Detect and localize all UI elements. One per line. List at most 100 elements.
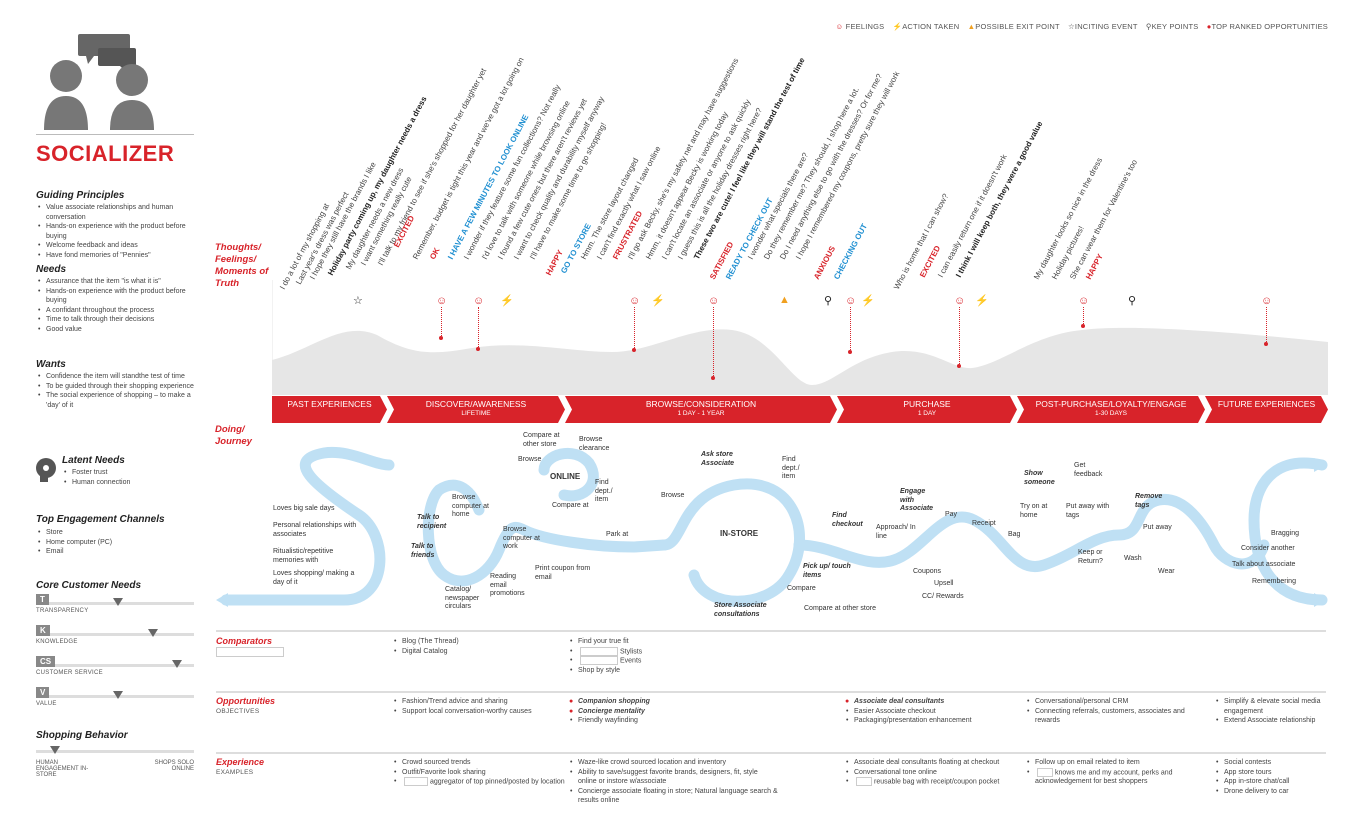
list-item: Fashion/Trend advice and sharing (394, 697, 572, 707)
opportunities-col5: Simplify & elevate social media engageme… (1214, 697, 1344, 726)
list-item: Find your true fit (570, 637, 642, 647)
experience-col2: Waze-like crowd sourced location and inv… (568, 758, 778, 806)
list-item: A confidant throughout the process (38, 306, 206, 316)
list-item: Follow up on email related to item (1027, 758, 1210, 768)
journey-step: Browse (661, 492, 685, 499)
list-item: Drone delivery to car (1216, 787, 1344, 797)
list-item: Ability to save/suggest favorite brands,… (570, 768, 778, 787)
list-item: ●Associate deal consultants (845, 698, 945, 705)
journey-step: Store Associate consultations (714, 602, 767, 618)
feeling-icon: ☺ (1078, 295, 1090, 307)
experience-col3: Associate deal consultants floating at c… (844, 758, 1029, 787)
stage-duration: 1 DAY - 1 YEAR (677, 410, 725, 417)
list-item: App store tours (1216, 768, 1344, 778)
list-item: Blog (The Thread) (394, 637, 459, 647)
opportunities-col4: Conversational/personal CRM Connecting r… (1025, 697, 1205, 726)
journey-step: Upsell (934, 580, 954, 587)
need-bar (36, 633, 194, 636)
behavior-right: SHOPS SOLO ONLINE (154, 760, 194, 772)
action-icon: ⚡ (861, 295, 875, 307)
comparators-rule (216, 630, 1326, 632)
list-item: App in-store chat/call (1216, 777, 1344, 787)
guiding-heading: Guiding Principles (36, 190, 125, 201)
thought-text: I can easily return one if it doesn't wo… (936, 152, 1009, 279)
divider (36, 134, 194, 135)
need-name: TRANSPARENCY (36, 608, 89, 614)
stage-name: PURCHASE (903, 399, 951, 409)
key-icon: ⚲ (824, 295, 833, 307)
list-item-text: Events (620, 657, 642, 665)
list-item: Events (570, 656, 642, 666)
journey-step: Find checkout (832, 512, 863, 528)
opportunities-sub: OBJECTIVES (216, 708, 260, 715)
journey-step: Try on at home (1020, 503, 1048, 519)
action-icon: ⚡ (975, 295, 989, 307)
feeling-dot (957, 364, 961, 368)
journey-step: Compare at other store (523, 432, 560, 448)
experience-col1: Crowd sourced trends Outfit/Favorite loo… (392, 758, 572, 787)
legend-top: TOP RANKED OPPORTUNITIES (1211, 22, 1328, 31)
behavior-left: HUMAN ENGAGEMENT IN-STORE (36, 760, 89, 778)
journey-step: Put away with tags (1066, 503, 1110, 519)
list-item-text: Stylists (620, 647, 643, 655)
list-item: Shop by style (570, 666, 642, 676)
exit-icon: ▲ (779, 294, 790, 306)
channels-heading: Top Engagement Channels (36, 514, 165, 525)
stage-duration: LIFETIME (461, 410, 491, 417)
journey-flow (216, 446, 1328, 607)
thought-text: OK (428, 246, 442, 261)
emotion-curve (272, 280, 1328, 395)
experience-rule (216, 752, 1326, 754)
list-item: Support local conversation-worthy causes (394, 707, 572, 717)
journey-step: Put away (1143, 524, 1172, 531)
need-marker (171, 660, 182, 668)
needs-heading: Needs (36, 264, 67, 275)
list-item: Welcome feedback and ideas (38, 241, 206, 251)
feeling-connector (713, 307, 714, 378)
list-item-text: knows me and my account, perks and ackno… (1035, 768, 1173, 786)
journey-step: Talk to recipient (417, 514, 447, 530)
feeling-connector (1266, 307, 1267, 344)
need-bar (36, 664, 194, 667)
latent-list: Foster trust Human connection (62, 468, 202, 487)
experience-col4: Follow up on email related to item knows… (1025, 758, 1210, 787)
list-item: Home computer (PC) (38, 538, 206, 548)
list-item: Foster trust (64, 468, 202, 478)
list-item: Crowd sourced trends (394, 758, 572, 768)
list-item: The social experience of shopping – to m… (38, 391, 206, 410)
journey-step: ONLINE (550, 472, 581, 481)
journey-step: Find dept./ item (782, 456, 800, 480)
journey-step: Loves big sale days (273, 505, 335, 512)
list-item: Extend Associate relationship (1216, 716, 1344, 726)
latent-heading: Latent Needs (62, 455, 125, 466)
comparators-heading: Comparators (216, 636, 273, 646)
journey-step: Remembering (1252, 578, 1296, 585)
thought-text: READY TO CHECK OUT (724, 196, 775, 281)
legend-exit: POSSIBLE EXIT POINT (975, 22, 1060, 31)
thought-text: Holiday party coming up, my daughter nee… (326, 94, 429, 277)
persona-icon (44, 34, 154, 130)
legend-key: KEY POINTS (1151, 22, 1199, 31)
list-item-text: Concierge mentality (578, 707, 645, 715)
list-item-text: Companion shopping (578, 698, 650, 705)
feeling-icon: ☺ (1261, 295, 1273, 307)
stage-name: DISCOVER/AWARENESS (425, 399, 527, 409)
need-tag: CS (36, 656, 56, 667)
stage-duration: 1 DAY (917, 410, 937, 417)
need-tag: V (36, 687, 50, 698)
feeling-icon: ☺ (473, 295, 485, 307)
list-item: Connecting referrals, customers, associa… (1027, 707, 1205, 726)
list-item: Time to talk through their decisions (38, 315, 206, 325)
experience-sub: EXAMPLES (216, 769, 254, 776)
list-item: Stylists (570, 646, 643, 657)
thoughts-heading: Thoughts/ Feelings/ Moments of Truth (215, 242, 269, 289)
need-tag: T (36, 594, 49, 605)
comparators-col1: Blog (The Thread) Digital Catalog (392, 637, 459, 656)
journey-step: Ritualistic/repetitive memories with (273, 548, 334, 564)
comparators-blank (216, 647, 284, 657)
journey-step: Print coupon from email (535, 565, 591, 581)
